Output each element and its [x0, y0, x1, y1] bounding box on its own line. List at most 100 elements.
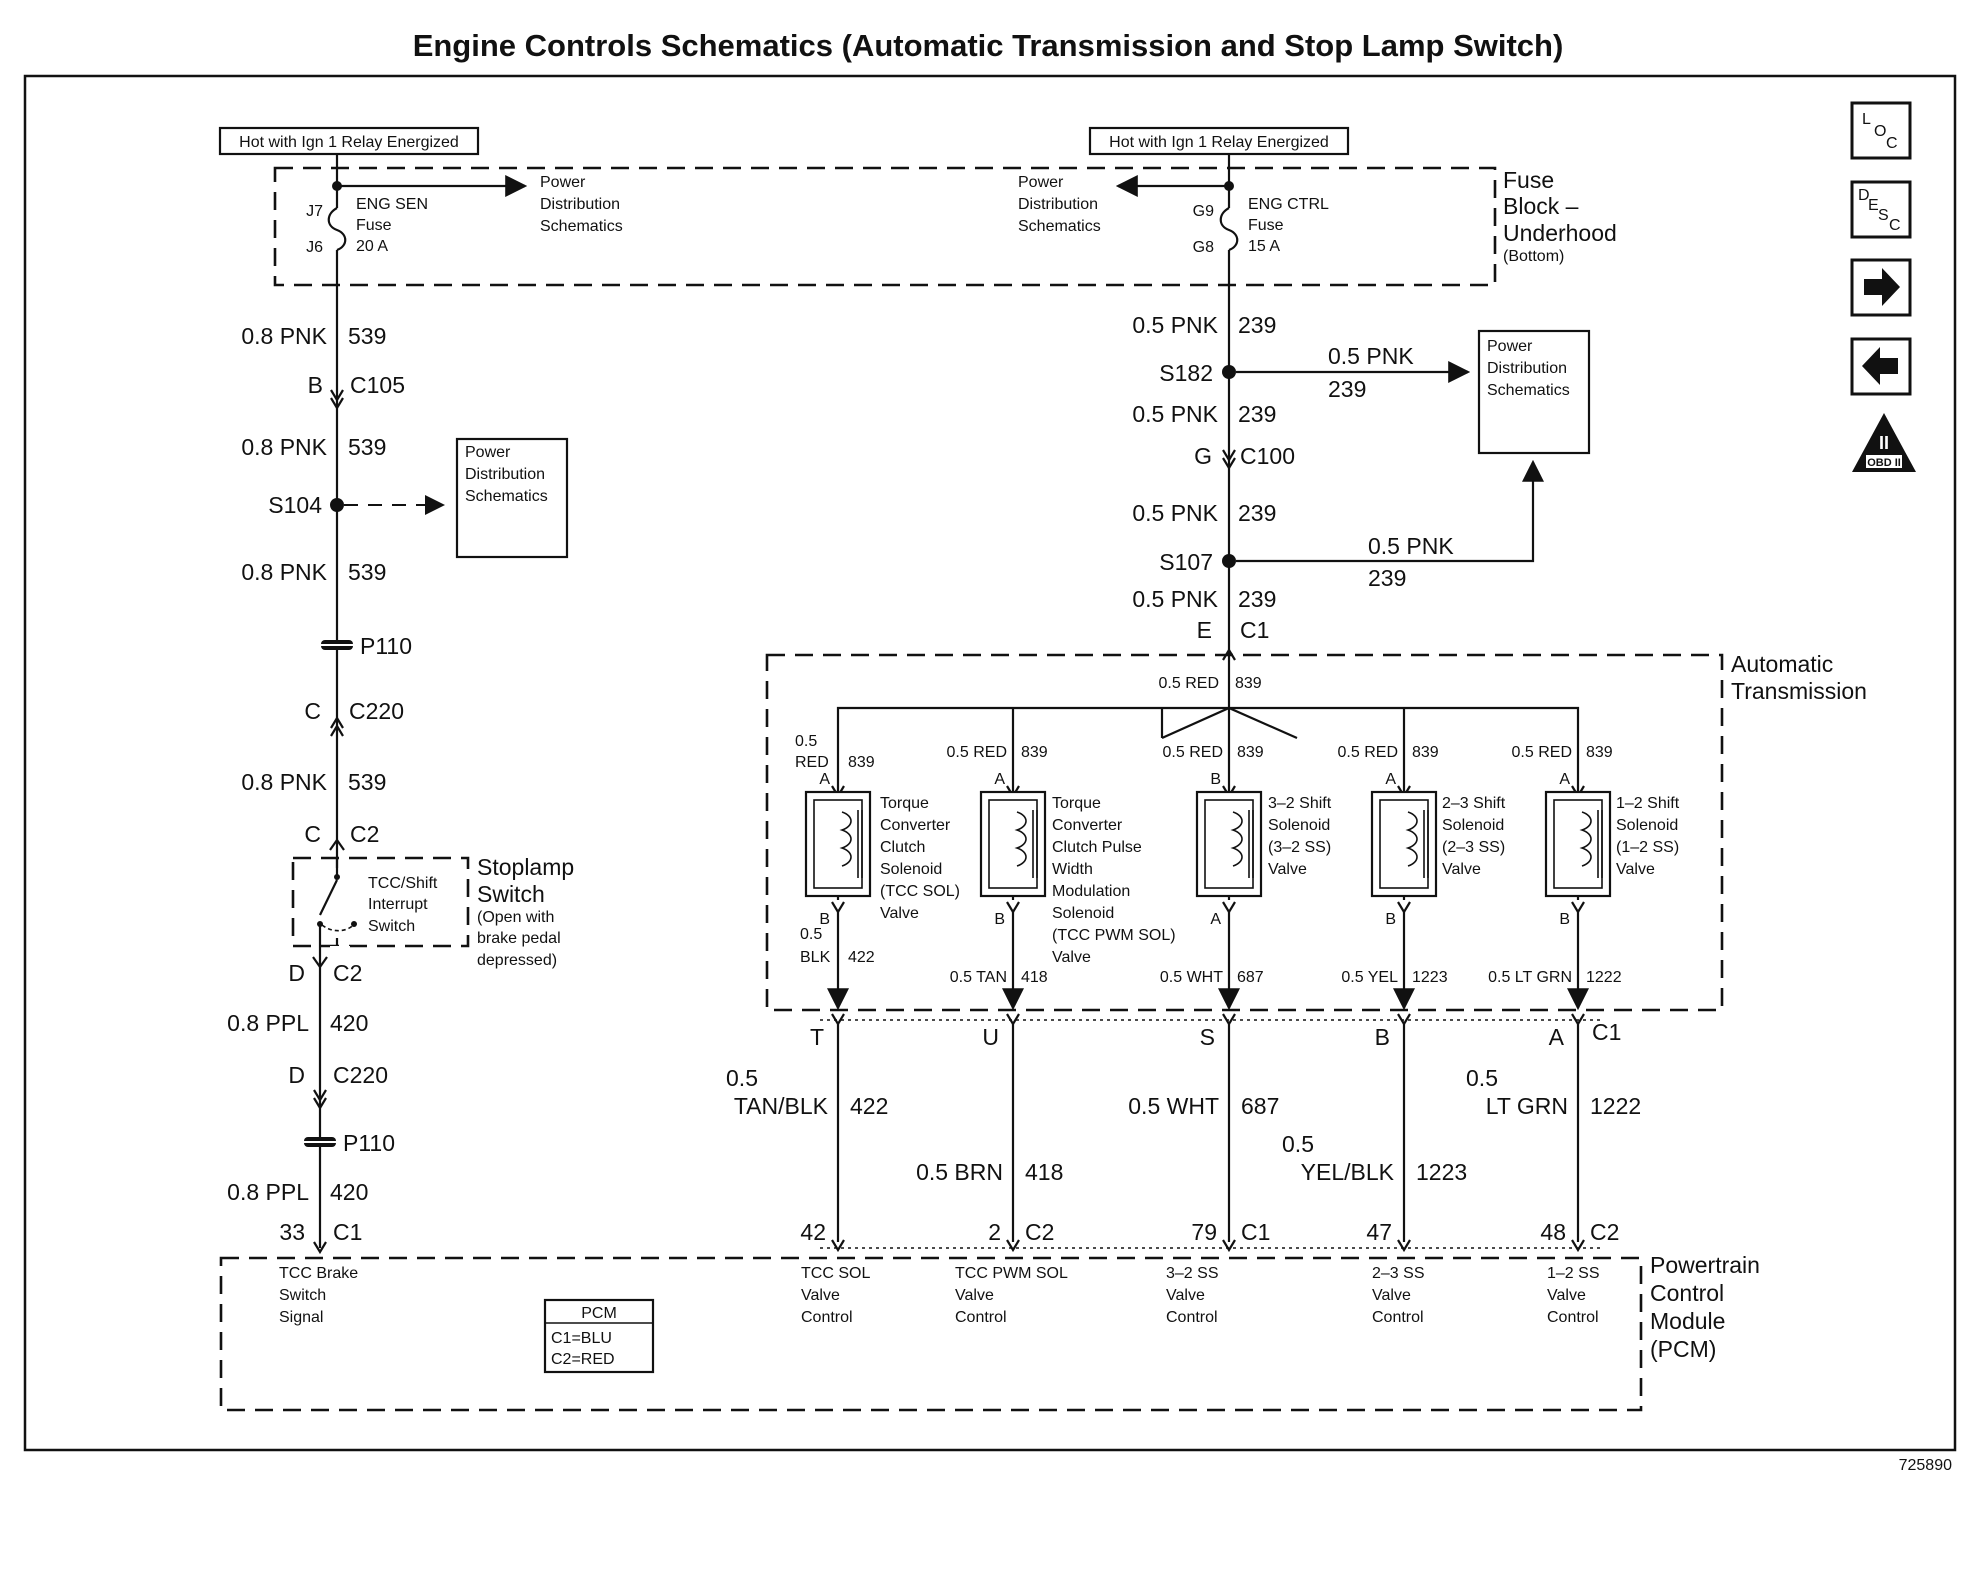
- pcm-pin: 47: [1366, 1219, 1392, 1245]
- connector-pin: T: [810, 1024, 824, 1050]
- wire-gauge: 0.5 LT GRN: [1488, 969, 1572, 986]
- pds-box-text: Schematics: [1487, 382, 1570, 399]
- solenoid-name: Valve: [1052, 949, 1091, 966]
- solenoid-box: [804, 790, 872, 898]
- fuse-pin: J6: [306, 239, 323, 256]
- obd-numeral: II: [1879, 433, 1889, 453]
- desc-letter-e: E: [1868, 197, 1879, 214]
- pds-ref: Schematics: [1018, 218, 1101, 235]
- connector-symbol: [1222, 449, 1236, 471]
- pds-ref: Distribution: [540, 196, 620, 213]
- wire-gauge: 0.8 PNK: [241, 323, 327, 349]
- pcm-signal-label: Valve: [801, 1287, 840, 1304]
- connector-id: C220: [349, 698, 404, 724]
- solenoid-name: Valve: [1442, 861, 1481, 878]
- location-button[interactable]: L O C: [1850, 101, 1912, 160]
- fuse-block-label: Fuse: [1503, 167, 1554, 193]
- connector-pin: E: [1197, 617, 1212, 643]
- splice-label: S107: [1159, 549, 1213, 575]
- pds-box-text: Power: [1487, 338, 1533, 355]
- loc-letter-o: O: [1874, 123, 1886, 140]
- wire-gauge: 0.5 PNK: [1328, 343, 1414, 369]
- wire-gauge: 0.5: [726, 1065, 758, 1091]
- desc-letter-c: C: [1889, 217, 1901, 234]
- pds-ref: Power: [1018, 174, 1064, 191]
- pcm-signal-label: 2–3 SS: [1372, 1265, 1424, 1282]
- pin-label: A: [1385, 771, 1396, 788]
- circuit-number: 418: [1021, 969, 1048, 986]
- previous-page-button[interactable]: [1850, 337, 1912, 396]
- wire-gauge: BLK: [800, 949, 831, 966]
- solenoid-name: (2–3 SS): [1442, 839, 1505, 856]
- connector-pin: D: [288, 1062, 305, 1088]
- coil-icon: [1405, 811, 1418, 867]
- solenoid-name: Converter: [880, 817, 951, 834]
- circuit-number: 1223: [1412, 969, 1448, 986]
- pin-label: B: [1210, 771, 1221, 788]
- connector-id: C105: [350, 372, 405, 398]
- fuse-name: ENG SEN: [356, 196, 428, 213]
- hot-label-box-right: [1088, 126, 1350, 156]
- hot-label-left: Hot with Ign 1 Relay Energized: [239, 134, 459, 151]
- solenoid-box: [1195, 790, 1263, 898]
- description-button[interactable]: D E S C: [1850, 180, 1912, 239]
- circuit-number: 839: [1021, 744, 1048, 761]
- stoplamp-label: Stoplamp: [477, 854, 574, 880]
- pcm-connector: C2: [1025, 1219, 1054, 1245]
- pcm-legend-item: C2=RED: [551, 1351, 615, 1368]
- pin-label: A: [994, 771, 1005, 788]
- solenoid-name: Valve: [880, 905, 919, 922]
- stoplamp-note: (Open with: [477, 909, 554, 926]
- connector-pin: B: [1375, 1024, 1390, 1050]
- coil-icon: [1014, 811, 1027, 867]
- pcm-signal-label: Control: [1372, 1309, 1424, 1326]
- pcm-pin: 33: [279, 1219, 305, 1245]
- pcm-signal-label: Valve: [1372, 1287, 1411, 1304]
- circuit-number: 418: [1025, 1159, 1063, 1185]
- wire-gauge: 0.5 WHT: [1160, 969, 1223, 986]
- pcm-legend-title: PCM: [581, 1305, 617, 1322]
- pds-box-text: Schematics: [465, 488, 548, 505]
- fuse-pin: G9: [1193, 203, 1214, 220]
- solenoid-name: Valve: [1268, 861, 1307, 878]
- connector-id: C220: [333, 1062, 388, 1088]
- pcm-signal-label: Valve: [955, 1287, 994, 1304]
- connector-pin: A: [1549, 1024, 1565, 1050]
- wire-gauge: RED: [795, 754, 829, 771]
- switch-name: Interrupt: [368, 896, 428, 913]
- fuse-rating: 15 A: [1248, 238, 1280, 255]
- solenoid-name: (1–2 SS): [1616, 839, 1679, 856]
- circuit-number: 687: [1241, 1093, 1279, 1119]
- connector-pin: U: [982, 1024, 999, 1050]
- solenoid-name: Torque: [1052, 795, 1101, 812]
- pcm-signal-label: Valve: [1547, 1287, 1586, 1304]
- pcm-signal-label: Control: [1166, 1309, 1218, 1326]
- wire-gauge: 0.5 PNK: [1132, 312, 1218, 338]
- coil-icon: [1579, 811, 1592, 867]
- circuit-number: 239: [1328, 376, 1366, 402]
- pds-box-text: Distribution: [465, 466, 545, 483]
- next-page-button[interactable]: [1850, 258, 1912, 317]
- pds-ref: Schematics: [540, 218, 623, 235]
- stoplamp-switch-boundary: [291, 856, 470, 948]
- circuit-number: 420: [330, 1010, 368, 1036]
- fuse-name: Fuse: [356, 217, 392, 234]
- pcm-signal-label: Control: [955, 1309, 1007, 1326]
- circuit-number: 839: [848, 754, 875, 771]
- wire-gauge: 0.5 PNK: [1132, 586, 1218, 612]
- pin-label: A: [1210, 911, 1221, 928]
- pcm-signal-label: Control: [801, 1309, 853, 1326]
- connector-pin: C: [304, 698, 321, 724]
- connector-id: C2: [333, 960, 362, 986]
- pcm-pin: 48: [1540, 1219, 1566, 1245]
- solenoid-name: (3–2 SS): [1268, 839, 1331, 856]
- pcm-connector: C1: [1241, 1219, 1270, 1245]
- splice-label: S182: [1159, 360, 1213, 386]
- pcm-signal-label: Valve: [1166, 1287, 1205, 1304]
- obd-ii-button[interactable]: II OBD II: [1852, 413, 1916, 472]
- hot-label-box-left: [218, 126, 480, 156]
